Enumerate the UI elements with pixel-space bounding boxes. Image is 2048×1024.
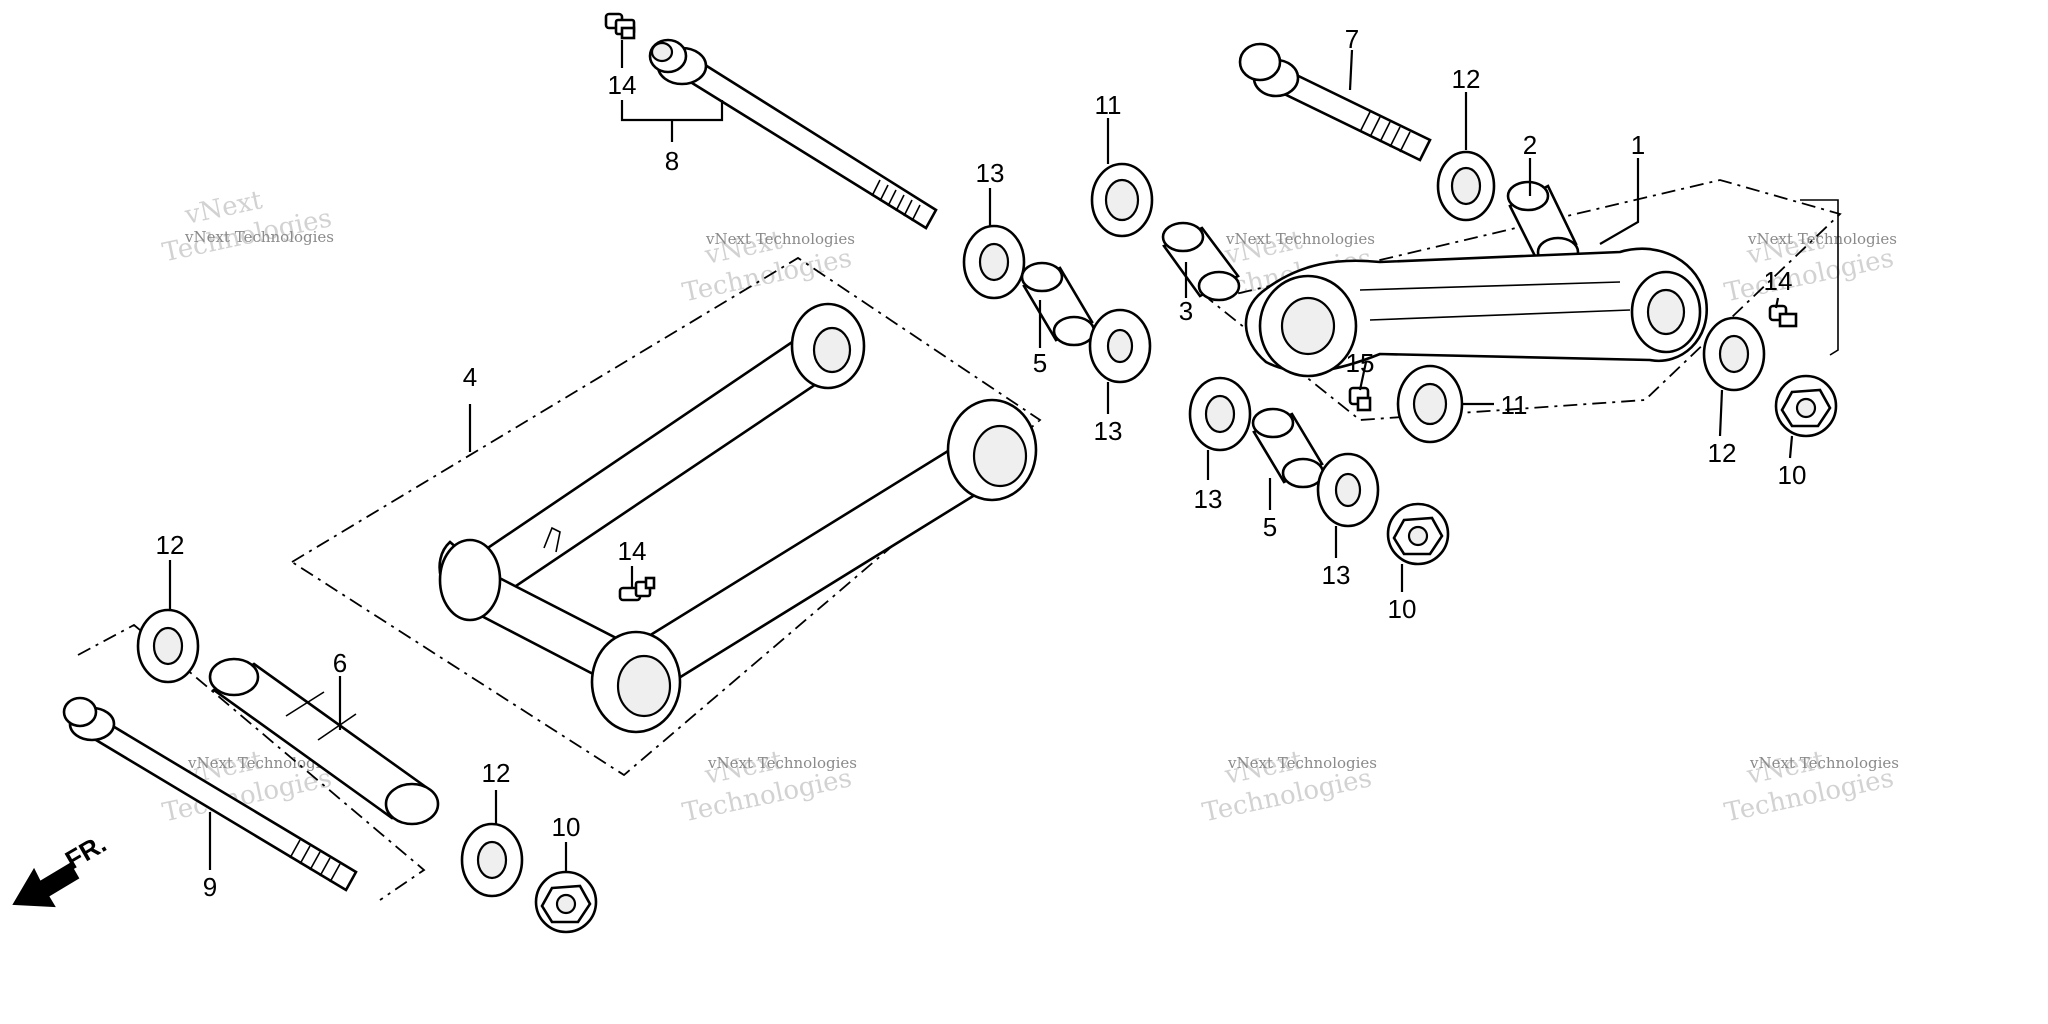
- part-14-grease-nipple-top: [604, 12, 636, 40]
- part-3-collar: [1161, 221, 1241, 302]
- callout-10-middle: 10: [1388, 594, 1417, 624]
- part-1-arm: [1244, 247, 1709, 378]
- front-direction-arrow: FR.: [12, 828, 111, 908]
- part-12-seal-right: [1702, 316, 1766, 392]
- callouts: 14 8 7 12 2 1 11 13 5 13 3 15 11 14 12 1…: [156, 24, 1807, 902]
- callout-14-right: 14: [1764, 266, 1793, 296]
- watermark-text: vNext Technologies: [1749, 754, 1899, 772]
- part-15-grease-nipple: [1348, 386, 1372, 412]
- callout-11-top: 11: [1095, 90, 1122, 120]
- watermark-text: vNext Technologies: [705, 230, 855, 248]
- callout-12-top: 12: [1452, 64, 1481, 94]
- callout-13-upper: 13: [976, 158, 1005, 188]
- part-6-spacer: [208, 657, 440, 826]
- part-12-seal-bottom: [460, 822, 524, 898]
- callout-8: 8: [665, 146, 679, 176]
- part-13-seal-upper-left: [962, 224, 1026, 300]
- part-11-bearing-lower: [1396, 364, 1464, 444]
- callout-5-upper: 5: [1033, 348, 1047, 378]
- callout-3: 3: [1179, 296, 1193, 326]
- part-13-seal-lower-right: [1316, 452, 1380, 528]
- part-5-collar-upper: [1020, 261, 1096, 347]
- part-9-bolt: [62, 696, 358, 892]
- watermark-text: vNext Technologies: [1747, 230, 1897, 248]
- callout-4: 4: [463, 362, 477, 392]
- group-outline-link-4: [290, 256, 1042, 777]
- callout-11-lower: 11: [1501, 390, 1528, 420]
- callout-12-left: 12: [156, 530, 185, 560]
- callout-7: 7: [1345, 24, 1359, 54]
- callout-10-bottom: 10: [552, 812, 581, 842]
- callout-14-top: 14: [608, 70, 637, 100]
- part-10-nut-middle: [1386, 502, 1450, 566]
- callout-10-right: 10: [1778, 460, 1807, 490]
- callout-14-middle: 14: [618, 536, 647, 566]
- arrow-icon: [12, 862, 80, 908]
- part-10-nut-right: [1774, 374, 1838, 438]
- callout-13-middle: 13: [1094, 416, 1123, 446]
- watermark-text: vNext Technologies: [707, 754, 857, 772]
- callout-13-lower: 13: [1194, 484, 1223, 514]
- part-12-seal-top: [1436, 150, 1496, 222]
- callout-2: 2: [1523, 130, 1537, 160]
- callout-9: 9: [203, 872, 217, 902]
- part-7-bolt: [1238, 42, 1432, 162]
- part-13-seal-lower: [1188, 376, 1252, 452]
- callout-13-lower-right: 13: [1322, 560, 1351, 590]
- part-8-bolt: [648, 38, 938, 230]
- group-outline-bolt-9: [77, 623, 426, 901]
- watermark-text: vNext Technologies: [187, 754, 337, 772]
- leader-lines: [168, 40, 1794, 872]
- callout-5-lower: 5: [1263, 512, 1277, 542]
- part-5-collar-lower: [1251, 407, 1325, 489]
- part-14-grease-nipple-right: [1768, 304, 1798, 328]
- part-4-link: [438, 302, 1038, 734]
- group-outline-arm-1: [1207, 179, 1842, 421]
- callout-12-right: 12: [1708, 438, 1737, 468]
- part-13-seal-middle: [1088, 308, 1152, 384]
- part-10-nut-bottom: [534, 870, 598, 934]
- callout-6: 6: [333, 648, 347, 678]
- callout-1: 1: [1631, 130, 1645, 160]
- watermark-text: vNext Technologies: [1227, 754, 1377, 772]
- bracket-right-14: [1800, 199, 1839, 356]
- watermark-text: vNext Technologies: [184, 228, 334, 246]
- callout-15: 15: [1346, 348, 1375, 378]
- part-11-bearing-top: [1090, 162, 1154, 238]
- callout-12-bottom: 12: [482, 758, 511, 788]
- watermark-text: vNext Technologies: [1225, 230, 1375, 248]
- part-14-grease-nipple-middle: [618, 576, 656, 602]
- part-12-seal-left: [136, 608, 200, 684]
